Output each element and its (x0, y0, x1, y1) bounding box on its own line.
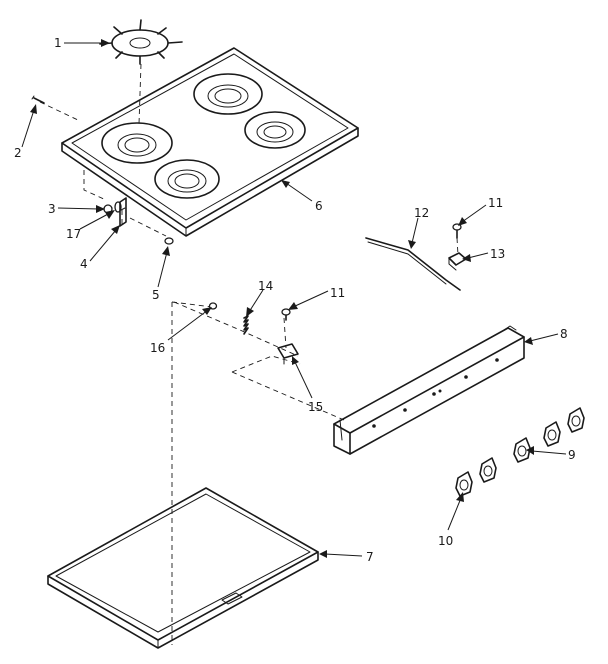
burner-well-left-front (154, 159, 220, 199)
callout-7: 7 (366, 550, 374, 564)
control-panel (333, 325, 525, 455)
part-13-bracket (448, 252, 467, 271)
part-2-clip (31, 95, 45, 104)
callout-13: 13 (490, 247, 505, 261)
part-11-screw-upper (452, 223, 462, 239)
callout-17: 17 (66, 227, 81, 241)
bottom-pan (47, 487, 319, 649)
burner-grate (99, 19, 183, 65)
part-14-spring (243, 315, 249, 335)
callout-3: 3 (48, 202, 56, 216)
part-12-rod (365, 237, 461, 291)
callout-12: 12 (414, 206, 429, 220)
knob (455, 471, 473, 497)
callout-4: 4 (80, 257, 88, 271)
callout-9: 9 (568, 448, 576, 462)
callout-11-upper: 11 (488, 196, 503, 210)
callout-8: 8 (560, 327, 568, 341)
callout-14: 14 (258, 279, 273, 293)
knob (543, 421, 561, 447)
cooktop (61, 47, 359, 237)
knob (479, 457, 497, 483)
callout-5: 5 (152, 288, 160, 302)
part-11-screw-middle (281, 308, 291, 321)
burner-well-right-front (244, 111, 306, 149)
part-4-bracket (119, 197, 127, 227)
callout-2: 2 (14, 146, 22, 160)
callout-16: 16 (150, 341, 165, 355)
part-15-bracket (277, 343, 299, 365)
callout-6: 6 (315, 199, 323, 213)
part-5-screw (164, 237, 174, 245)
knob (567, 407, 585, 433)
callout-10: 10 (438, 534, 453, 548)
burner-well-left-rear (101, 122, 173, 164)
leader-lines (21, 39, 567, 558)
callout-1: 1 (54, 36, 62, 50)
burner-well-right-rear (193, 73, 263, 115)
callout-11-middle: 11 (330, 286, 345, 300)
callout-15: 15 (308, 400, 323, 414)
knob (513, 437, 531, 463)
